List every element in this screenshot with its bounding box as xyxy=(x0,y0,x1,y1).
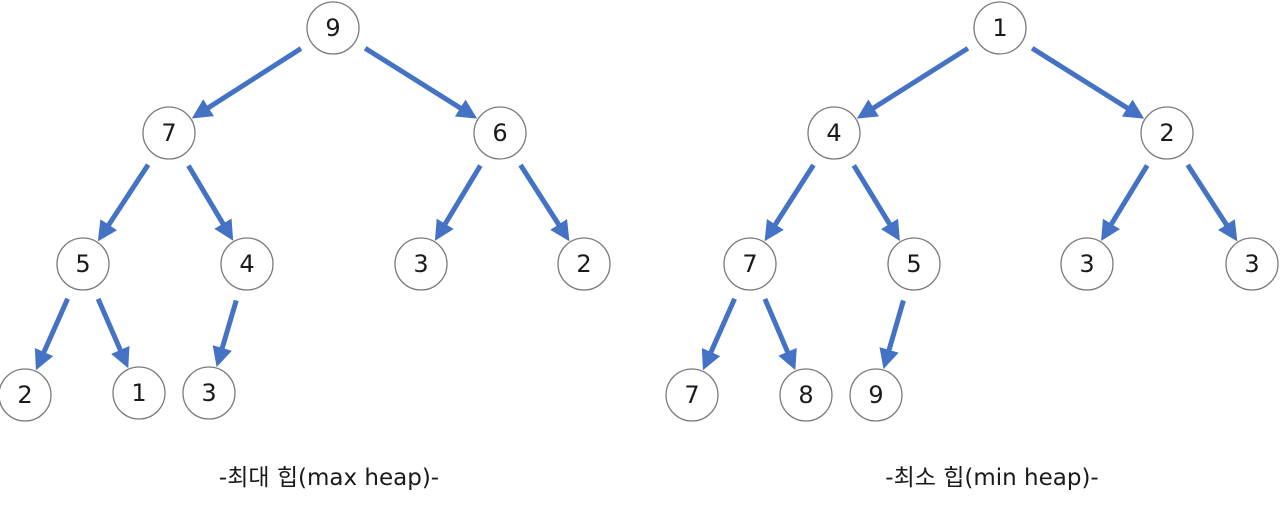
node-label: 7 xyxy=(684,381,699,409)
min-heap-caption: -최소 힙(min heap)- xyxy=(885,465,1099,491)
nodes-layer: 9 7 6 5 4 3 2 2 1 3 1 4 2 7 5 3 3 7 8 9 xyxy=(0,1,1279,422)
node-label: 5 xyxy=(906,250,921,278)
node-circle xyxy=(142,106,196,160)
max-heap-arrow xyxy=(95,297,130,369)
max-heap-node: 6 xyxy=(473,106,527,160)
max-heap-node: 9 xyxy=(306,1,360,55)
min-heap-node: 7 xyxy=(723,237,777,291)
min-heap-node: 2 xyxy=(1140,106,1194,160)
max-heap-node: 2 xyxy=(0,368,52,422)
min-heap-arrow xyxy=(1185,163,1238,242)
node-label: 3 xyxy=(1079,250,1094,278)
node-circle xyxy=(1060,237,1114,291)
node-label: 3 xyxy=(1244,250,1259,278)
node-circle xyxy=(182,366,236,420)
min-heap-arrow xyxy=(762,297,797,371)
node-label: 1 xyxy=(992,14,1007,42)
max-heap-node: 1 xyxy=(112,366,166,420)
max-heap-caption: -최대 힙(max heap)- xyxy=(218,465,440,491)
node-label: 9 xyxy=(325,14,340,42)
node-circle xyxy=(394,237,448,291)
max-heap-arrow xyxy=(434,164,483,241)
node-circle xyxy=(1140,106,1194,160)
node-circle xyxy=(473,106,527,160)
node-label: 3 xyxy=(413,250,428,278)
node-label: 9 xyxy=(868,381,883,409)
min-heap-arrow xyxy=(851,164,900,241)
node-label: 8 xyxy=(798,381,813,409)
min-heap-arrow xyxy=(701,297,737,371)
min-heap-node: 1 xyxy=(973,1,1027,55)
max-heap-arrow xyxy=(34,297,70,371)
min-heap-arrow xyxy=(1101,164,1150,241)
max-heap-node: 7 xyxy=(142,106,196,160)
node-label: 5 xyxy=(75,250,90,278)
node-label: 7 xyxy=(742,250,757,278)
min-heap-node: 8 xyxy=(779,368,833,422)
node-label: 7 xyxy=(161,119,176,147)
max-heap-arrow xyxy=(97,163,151,242)
max-heap-arrow xyxy=(186,164,234,241)
min-heap-arrow xyxy=(879,299,906,370)
node-circle xyxy=(723,237,777,291)
max-heap-node: 2 xyxy=(557,237,611,291)
node-circle xyxy=(807,106,861,160)
node-label: 4 xyxy=(826,119,841,147)
node-circle xyxy=(1225,237,1279,291)
max-heap-arrow xyxy=(363,46,478,119)
node-circle xyxy=(56,237,110,291)
min-heap-node: 5 xyxy=(887,237,941,291)
max-heap-arrow xyxy=(191,46,303,119)
min-heap-node: 9 xyxy=(849,368,903,422)
node-label: 2 xyxy=(1159,119,1174,147)
node-label: 1 xyxy=(131,379,146,407)
node-circle xyxy=(0,368,52,422)
min-heap-node: 7 xyxy=(665,368,719,422)
node-circle xyxy=(112,366,166,420)
node-circle xyxy=(306,1,360,55)
node-label: 4 xyxy=(239,250,254,278)
max-heap-arrow xyxy=(212,299,239,368)
node-circle xyxy=(973,1,1027,55)
max-heap-node: 4 xyxy=(220,237,274,291)
max-heap-arrow xyxy=(518,163,570,242)
min-heap-arrow xyxy=(856,46,970,119)
node-circle xyxy=(220,237,274,291)
node-label: 3 xyxy=(201,379,216,407)
node-label: 2 xyxy=(576,250,591,278)
max-heap-node: 3 xyxy=(394,237,448,291)
min-heap-node: 4 xyxy=(807,106,861,160)
min-heap-node: 3 xyxy=(1060,237,1114,291)
max-heap-node: 3 xyxy=(182,366,236,420)
node-circle xyxy=(557,237,611,291)
node-circle xyxy=(849,368,903,422)
node-label: 2 xyxy=(17,381,32,409)
node-circle xyxy=(779,368,833,422)
node-label: 6 xyxy=(492,119,507,147)
node-circle xyxy=(887,237,941,291)
node-circle xyxy=(665,368,719,422)
min-heap-arrow xyxy=(764,163,816,242)
min-heap-arrow xyxy=(1030,46,1145,119)
min-heap-node: 3 xyxy=(1225,237,1279,291)
max-heap-node: 5 xyxy=(56,237,110,291)
edges-layer xyxy=(34,46,1238,371)
